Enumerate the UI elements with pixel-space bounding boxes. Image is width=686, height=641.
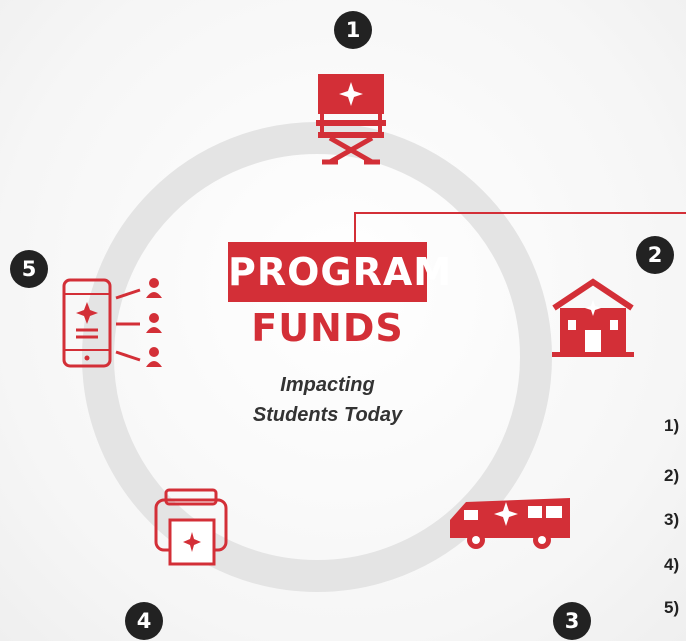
directors-chair-icon bbox=[316, 74, 386, 165]
tagline: Impacting Students Today bbox=[228, 370, 427, 430]
bus-icon bbox=[450, 498, 570, 549]
list-number-2: 2) bbox=[664, 466, 680, 485]
printer-icon bbox=[154, 488, 228, 566]
list-number-4: 4) bbox=[664, 555, 680, 574]
tagline-line1: Impacting bbox=[280, 374, 375, 396]
mobile-share-icon bbox=[62, 278, 162, 368]
step-5-badge: 5 bbox=[10, 250, 48, 288]
step-2-badge: 2 bbox=[636, 236, 674, 274]
house-icon bbox=[552, 278, 634, 357]
connector-line bbox=[354, 212, 686, 242]
list-number-3: 3) bbox=[664, 510, 680, 529]
step-3-badge: 3 bbox=[553, 602, 591, 640]
step-1-badge: 1 bbox=[334, 11, 372, 49]
list-number-5: 5) bbox=[664, 598, 680, 617]
program-title-line2: FUNDS bbox=[251, 306, 404, 350]
program-title-line1: PROGRAM bbox=[228, 242, 451, 302]
tagline-line2: Students Today bbox=[252, 404, 403, 426]
step-4-badge: 4 bbox=[125, 602, 163, 640]
list-number-1: 1) bbox=[664, 416, 680, 435]
